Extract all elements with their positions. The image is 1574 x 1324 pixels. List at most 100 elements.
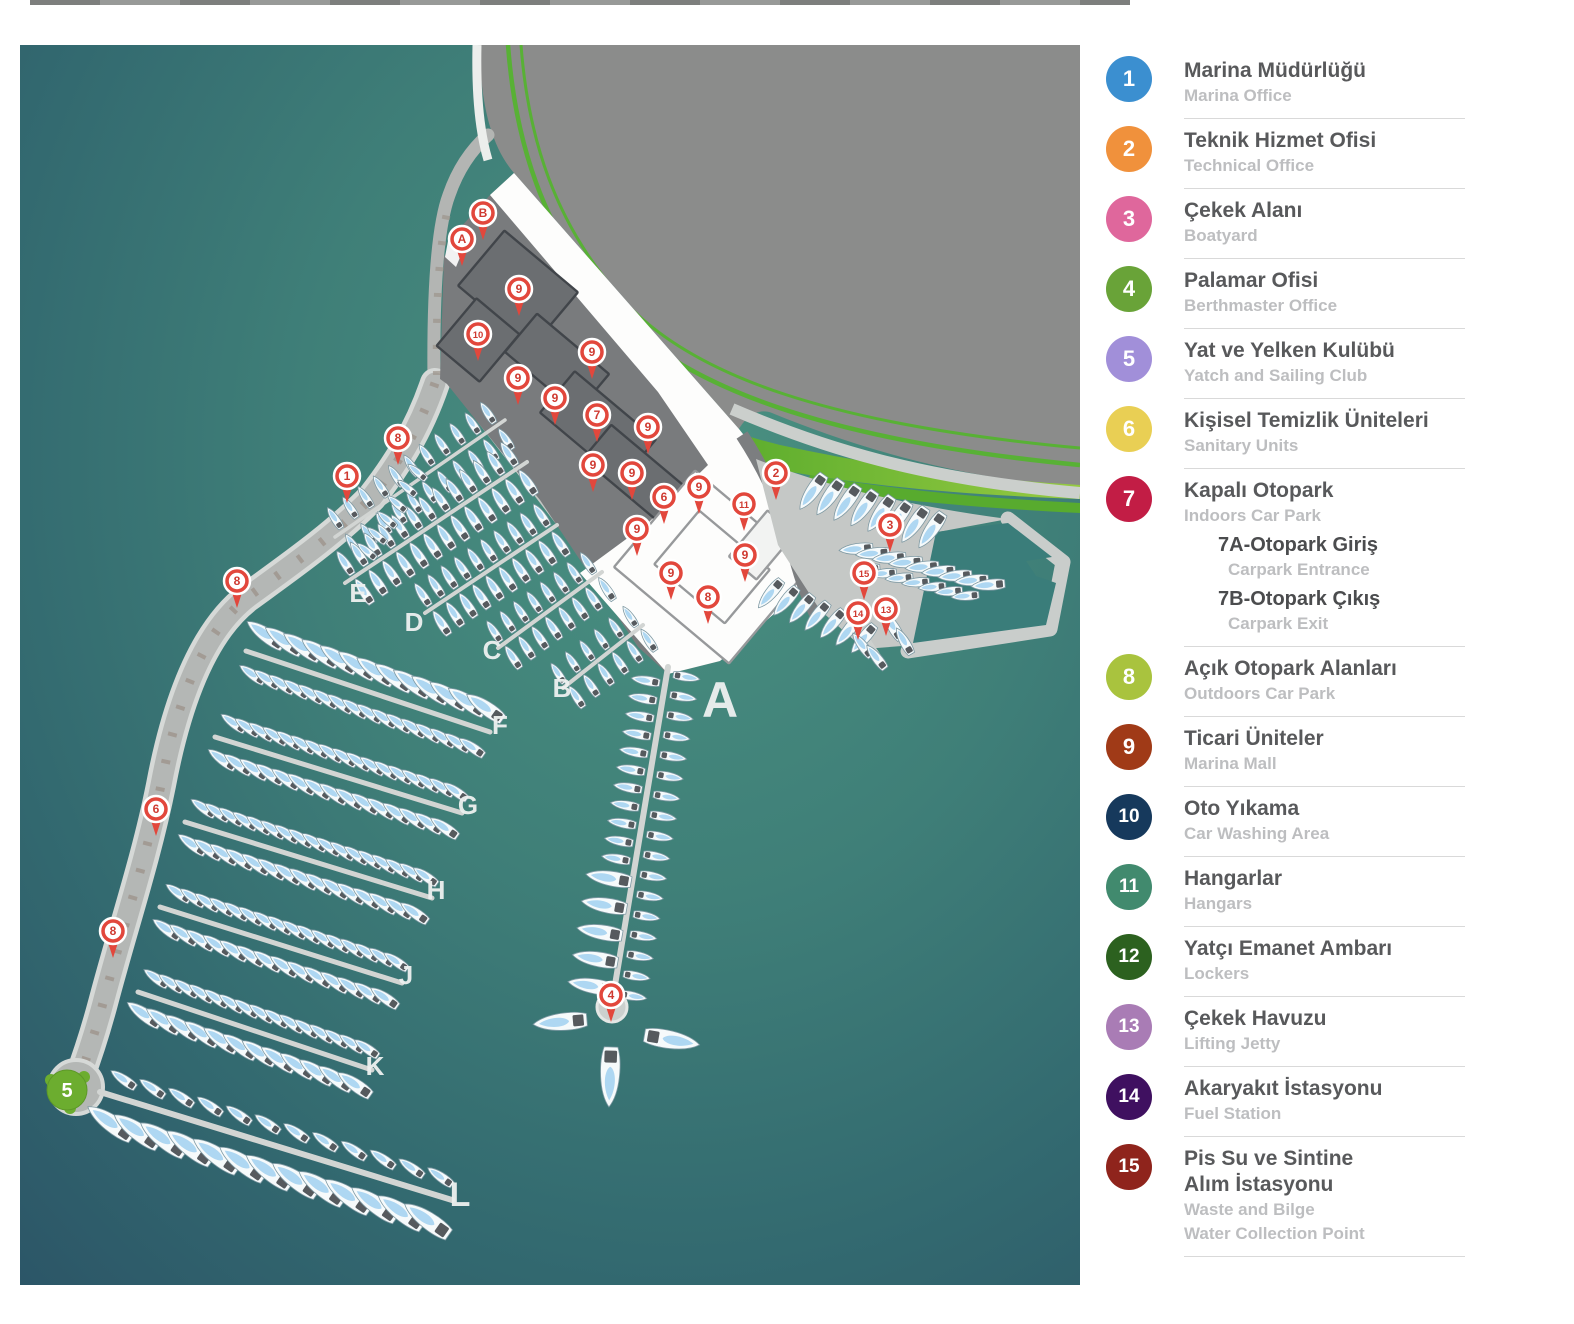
map-pin-9[interactable]: 9 (617, 458, 647, 500)
boat (318, 783, 350, 807)
boat (427, 573, 446, 600)
map-pin-11[interactable]: 11 (729, 489, 759, 531)
map-pin-9[interactable]: 9 (504, 274, 534, 316)
boat (640, 628, 659, 653)
boat (464, 412, 482, 436)
dock-letter-K: K (366, 1051, 385, 1081)
map-pin-label: 9 (515, 371, 522, 385)
legend-badge-14: 14 (1106, 1074, 1152, 1120)
map-pin-9[interactable]: 9 (578, 450, 608, 492)
map-pin-8[interactable]: 8 (222, 566, 252, 608)
boat (612, 782, 643, 794)
boat (518, 635, 537, 661)
boat (113, 1114, 163, 1152)
boat (804, 599, 832, 631)
map-pin-9[interactable]: 9 (633, 412, 663, 454)
legend-title: Teknik Hizmet Ofisi (1184, 129, 1377, 152)
map-pin-9[interactable]: 9 (622, 514, 652, 556)
boat (571, 596, 591, 622)
map-pin-label: 8 (705, 590, 712, 604)
boat (422, 532, 444, 561)
boat (518, 469, 539, 498)
dock-pier-K (135, 989, 375, 1073)
map-pin-6[interactable]: 6 (141, 794, 171, 836)
legend-title: Pis Su ve Sintine (1184, 1147, 1354, 1170)
boat (816, 477, 846, 516)
boat (649, 810, 678, 822)
map-pin-10[interactable]: 10 (463, 319, 493, 361)
boat (579, 551, 598, 576)
boat (498, 566, 519, 594)
map-pin-label: 9 (552, 391, 559, 405)
boat (622, 605, 640, 629)
map-pin-9[interactable]: 9 (540, 383, 570, 425)
map-pin-8[interactable]: 8 (693, 582, 723, 624)
map-pin-8[interactable]: 8 (383, 423, 413, 465)
legend-subtitle: Yatch and Sailing Club (1184, 366, 1368, 385)
map-pin-B[interactable]: B (468, 198, 498, 240)
boat (532, 1011, 588, 1031)
boat (486, 450, 506, 477)
boat (622, 970, 651, 981)
legend-subtitle: Lockers (1184, 964, 1250, 983)
boat (283, 1123, 311, 1145)
map-pin-9[interactable]: 9 (684, 472, 714, 514)
map-pin-6[interactable]: 6 (649, 482, 679, 524)
boat (377, 511, 399, 530)
boat (337, 1072, 374, 1100)
boat (363, 532, 383, 559)
map-pin-9[interactable]: 9 (577, 337, 607, 379)
boat (917, 581, 947, 592)
boat (579, 639, 596, 663)
dock-pier-L (97, 1089, 455, 1203)
boat (449, 422, 467, 447)
boat (369, 1149, 398, 1171)
legend-subtitle: Marina Mall (1184, 754, 1277, 773)
legend-subtitle: Waste and Bilge (1184, 1200, 1315, 1219)
boat (110, 1070, 138, 1092)
boat (252, 950, 284, 974)
boat (625, 950, 655, 962)
map-pin-label: 9 (589, 345, 596, 359)
map-pin-8[interactable]: 8 (98, 916, 128, 958)
map-pin-15[interactable]: 15 (849, 558, 879, 600)
boats (87, 401, 1006, 1241)
map-pin-9[interactable]: 9 (656, 558, 686, 600)
map-pin-3[interactable]: 3 (875, 510, 905, 552)
legend-subtitle: Sanitary Units (1184, 436, 1299, 455)
boat (406, 491, 424, 515)
boat (866, 644, 889, 672)
boat (436, 523, 458, 552)
map-pin-4[interactable]: 4 (596, 980, 626, 1022)
map-pin-9[interactable]: 9 (503, 363, 533, 405)
boat (615, 764, 646, 776)
boat (597, 662, 616, 687)
dock-pier-H (182, 819, 435, 901)
map-pin-13[interactable]: 13 (871, 594, 901, 636)
map-pin-1[interactable]: 1 (332, 461, 362, 503)
legend-title: Kişisel Temizlik Üniteleri (1184, 409, 1429, 432)
map-pin-7[interactable]: 7 (582, 400, 612, 442)
boat (580, 897, 629, 915)
dock-pier-G (212, 734, 465, 816)
map-marker-5[interactable]: 5 (45, 1069, 90, 1114)
map-pin-14[interactable]: 14 (843, 598, 873, 640)
map-pin-A[interactable]: A (447, 224, 477, 266)
boat (867, 493, 897, 532)
boat (350, 793, 381, 816)
map-pin-2[interactable]: 2 (761, 458, 791, 500)
boat (970, 578, 1006, 591)
boat (639, 870, 668, 882)
boat (293, 1019, 321, 1040)
boat (467, 547, 486, 573)
map-pin-9[interactable]: 9 (730, 540, 760, 582)
legend-title: Çekek Havuzu (1184, 1007, 1327, 1030)
